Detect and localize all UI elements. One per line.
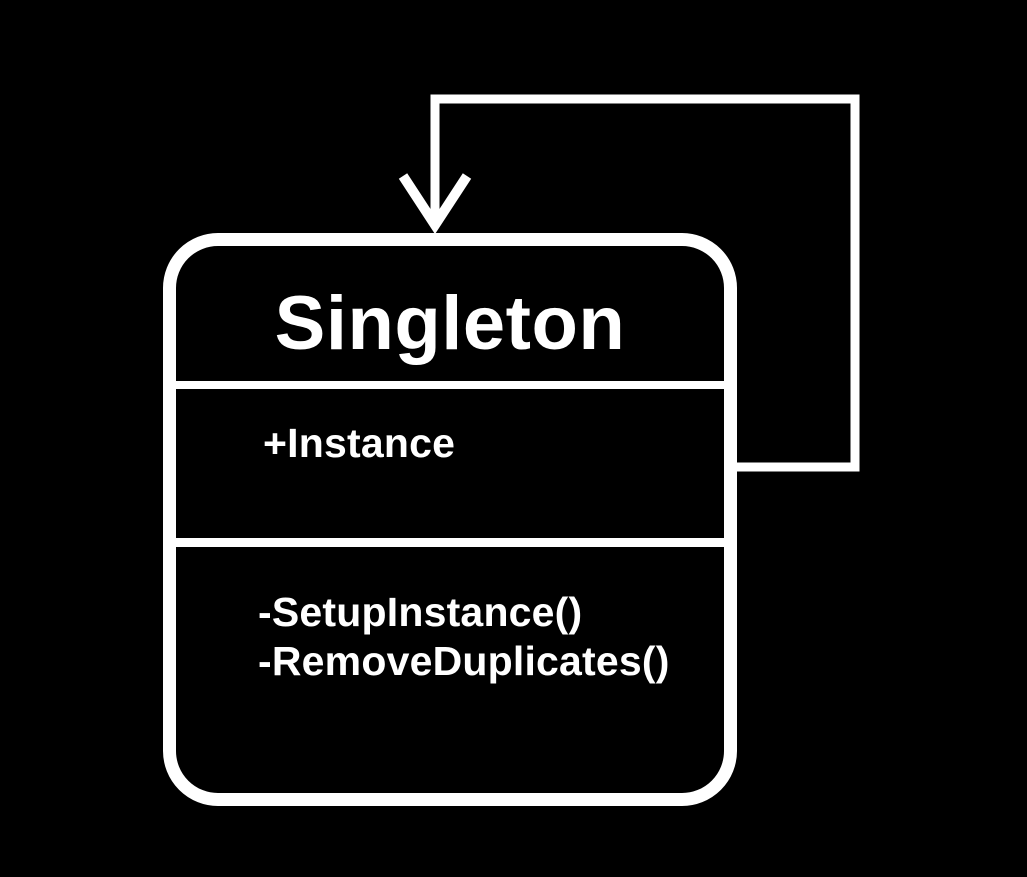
method-item: -SetupInstance() (258, 589, 583, 635)
class-attributes-section: +Instance (176, 389, 724, 547)
class-title-section: Singleton (176, 246, 724, 389)
attribute-item: +Instance (263, 420, 456, 466)
self-reference-arrow-path (430, 94, 860, 472)
arrowhead-icon (398, 173, 472, 235)
method-item: -RemoveDuplicates() (258, 638, 670, 684)
uml-class-box: Singleton +Instance -SetupInstance() -Re… (163, 233, 737, 806)
class-name: Singleton (274, 281, 626, 366)
class-methods-section: -SetupInstance() -RemoveDuplicates() (176, 547, 724, 793)
